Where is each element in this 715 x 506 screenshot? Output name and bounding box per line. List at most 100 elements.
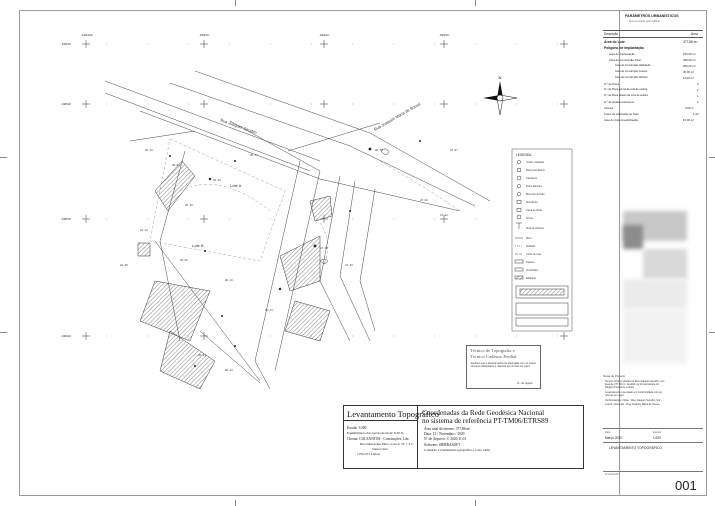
title-block-footer: Conteúdo: Levantamento topográfico a cor…: [424, 448, 490, 452]
lot-label-b: Lote B: [192, 243, 204, 248]
svg-text:Edificado: Edificado: [526, 277, 537, 280]
svg-text:Candeeiro: Candeeiro: [526, 177, 538, 180]
svg-text:Marco Geodésico: Marco Geodésico: [526, 169, 545, 172]
col-area: Área: [691, 32, 698, 36]
param-row-label: Área de Construção Telheiro: [615, 76, 648, 79]
drawing-title: Levantamento Topográfico: [347, 409, 440, 419]
stamp-certification: Declaro que o levantamento foi efectuado…: [471, 362, 536, 369]
svg-text:Sumidouro: Sumidouro: [526, 201, 538, 204]
param-row-label: Área de Impermeabilização: [604, 118, 639, 122]
legend-title: LEGENDA: [516, 153, 532, 157]
parameters-heading: PARÂMETROS URBANÍSTICOS: [625, 14, 679, 18]
svg-text:86.12: 86.12: [225, 369, 233, 372]
param-row-label: N.º de Estacionamentos: [604, 100, 634, 104]
coords-title: Coordenadas da Rede Geodésica Nacional: [422, 409, 545, 417]
title-block-title-cell: [343, 405, 418, 421]
panel-rule: [603, 471, 703, 472]
lot-label-a: Lote A: [230, 183, 242, 188]
margin-tick: [235, 500, 236, 506]
right-panel: PARÂMETROS URBANÍSTICOS Área a ocupar pe…: [601, 11, 706, 495]
param-row-label: N.º de Pisos: [604, 82, 620, 86]
svg-text:87.07: 87.07: [450, 149, 458, 152]
svg-text:N: N: [499, 75, 502, 80]
technician-stamp: Técnico de Topografia e Técnico Cadastro…: [466, 345, 541, 389]
svg-text:Passeio: Passeio: [526, 261, 535, 264]
svg-text:Vértice / Estação: Vértice / Estação: [526, 161, 545, 164]
grid-label-x: -99900: [318, 34, 329, 37]
project-title: LEVANTAMENTO TOPOGRÁFICO: [609, 446, 663, 450]
margin-tick: [0, 157, 7, 158]
param-row-value: 2: [697, 88, 699, 92]
grid-label-x: -100000: [80, 34, 93, 37]
param-row-label: Área de Construção Habitação: [615, 64, 651, 67]
panel-rule: [603, 442, 703, 443]
svg-text:Muro: Muro: [526, 237, 532, 240]
svg-text:85.16: 85.16: [145, 149, 153, 152]
grid-label-y: -99450: [60, 43, 71, 46]
param-row-label: N.º de Pisos abaixo da cota de soleira: [604, 94, 648, 97]
svg-text:85.81: 85.81: [198, 354, 206, 357]
margin-tick: [475, 0, 476, 6]
svg-text:84.05: 84.05: [120, 264, 128, 267]
svg-text:87.82: 87.82: [440, 214, 448, 217]
svg-text:85.74: 85.74: [250, 154, 258, 157]
param-row-value: 3: [697, 82, 699, 86]
param-row-value: 9,50 m: [685, 106, 694, 110]
svg-text:87.15: 87.15: [320, 247, 328, 250]
param-row-value: 465,00 m²: [683, 58, 696, 62]
address-line-1: Rua Wenceslau Pinto, Lote 6, 3C + 2 C: [360, 442, 414, 446]
grid-label-y: -99550: [60, 218, 71, 221]
svg-text:Boca de Incêndio: Boca de Incêndio: [526, 193, 545, 196]
notes-list: Terreno urbano situado na Rua Joaquim Se…: [605, 380, 665, 406]
svg-text:Vedação: Vedação: [526, 245, 536, 248]
date-label: Data: [605, 431, 611, 434]
drawing-number-label: Nº Desenho: [605, 473, 619, 476]
stamp-line-1: Técnico de Topografia e: [470, 348, 515, 353]
param-row-value: 15,00 m²: [683, 118, 695, 122]
area-row: Área total do terreno: 377,86 m²: [424, 427, 471, 431]
panel-rule: [603, 428, 703, 429]
archive-row: Nº de Arquivo: © 2020.11.01: [424, 437, 467, 441]
scale-label: Escala: [653, 431, 661, 434]
svg-text:Caixa de Visita: Caixa de Visita: [526, 209, 543, 212]
param-row-value: 380,00 m²: [683, 64, 696, 68]
date-value: Março 2020: [605, 436, 622, 440]
param-row-label: Cércea: [604, 106, 614, 110]
redacted-block: [623, 309, 687, 364]
svg-text:86.41: 86.41: [265, 309, 273, 312]
svg-text:86.10: 86.10: [225, 279, 233, 282]
svg-text:85.35: 85.35: [185, 204, 193, 207]
col-description: Descrição: [604, 32, 619, 36]
margin-tick: [235, 0, 236, 6]
svg-text:Sinal de Trânsito: Sinal de Trânsito: [526, 227, 544, 230]
param-row-label: N.º de Pisos acima da cota de soleira: [604, 88, 648, 91]
redacted-block: [623, 279, 687, 309]
param-row-value: 45,00 m²: [683, 70, 695, 74]
address-line-2: Santa Clara: [372, 447, 388, 451]
client-row: Cliente: COLSANTOS - Construções, Lda: [347, 437, 409, 441]
note-item: Confrontações: Norte - Rua Joaquim Seraf…: [605, 399, 662, 406]
param-row-label: Área de Construção Total: [609, 58, 641, 62]
note-item: Terreno urbano situado na Rua Joaquim Se…: [605, 380, 665, 390]
param-row-value: 2: [697, 100, 699, 104]
svg-text:Poste Eléctrico: Poste Eléctrico: [526, 185, 543, 188]
svg-text:85.20: 85.20: [180, 259, 188, 262]
param-row-value: 155,00 m²: [683, 52, 696, 56]
param-row-value: 11,00 m²: [683, 76, 694, 80]
coords-subtitle: no sistema de referência PT-TM06/ETRS89: [422, 417, 549, 425]
notes-title: Notas de Projecto: [603, 374, 626, 378]
param-row-label: Área do Lote: [604, 40, 625, 44]
svg-text:86.04: 86.04: [172, 164, 180, 167]
parameters-subheading: Área a ocupar pelo edifício: [629, 20, 660, 23]
grid-label-y: -99500: [60, 103, 71, 106]
road-label-2: Rua Joaquim Maria de Sousa: [373, 101, 422, 132]
address-line-3: 1750-471 Lisboa: [357, 452, 381, 456]
legend-box: LEGENDA Vértice / Estação Marco Geodésic…: [511, 148, 573, 332]
stamp-number: N.º de registo: [517, 382, 533, 385]
svg-text:Limite de Lote: Limite de Lote: [526, 253, 542, 256]
date-row: Data: 15 / Novembro / 2020: [424, 432, 465, 436]
param-row-label: Índice de Utilização do Solo: [604, 112, 639, 116]
margin-tick: [475, 500, 476, 506]
param-row-label: Polígono de Implantação: [604, 46, 645, 50]
